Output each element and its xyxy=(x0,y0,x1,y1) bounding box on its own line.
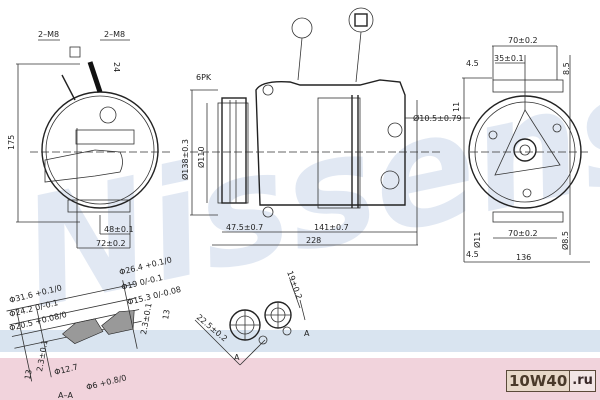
angle-dim: 24 xyxy=(112,62,121,72)
port-label-a1: A xyxy=(234,353,240,362)
dim-228: 228 xyxy=(306,236,321,245)
height-dim: 175 xyxy=(7,135,16,150)
hole-dim: Ø10.5±0.79 xyxy=(413,113,462,123)
rear-bottom-d8-5: Ø8.5 xyxy=(560,231,570,250)
rear-bottom-d11: Ø11 xyxy=(472,232,482,248)
rear-view xyxy=(462,45,590,263)
front-view xyxy=(16,39,170,249)
bolt-label-right: 2–M8 xyxy=(104,30,125,39)
port-detail xyxy=(194,279,306,366)
pulley-inner-dim: Ø110 xyxy=(196,146,206,168)
dim-141: 141±0.7 xyxy=(314,223,349,232)
side-view xyxy=(190,7,470,246)
dim-11: 11 xyxy=(452,102,461,112)
section-t13-right: 13 xyxy=(161,309,172,321)
logo-suffix: .ru xyxy=(569,371,595,391)
rear-bottom-136: 136 xyxy=(516,253,531,262)
dim-48: 48±0.1 xyxy=(104,225,134,234)
rear-top-35: 35±0.1 xyxy=(494,54,524,63)
section-t13-left: 13 xyxy=(23,369,34,381)
rear-top-4-5: 4.5 xyxy=(466,59,479,68)
rear-top-70: 70±0.2 xyxy=(508,36,538,45)
section-view xyxy=(6,280,142,382)
belt-label: 6PK xyxy=(196,73,212,82)
site-logo: 10W40 .ru xyxy=(506,370,596,392)
logo-main: 10W40 xyxy=(507,371,570,391)
rear-bottom-70: 70±0.2 xyxy=(508,229,538,238)
section-label: A–A xyxy=(58,391,73,400)
blue-band xyxy=(0,330,600,352)
rear-top-8-5: 8.5 xyxy=(562,62,571,75)
bolt-label-left: 2–M8 xyxy=(38,30,59,39)
rear-bottom-4-5: 4.5 xyxy=(466,250,479,259)
pink-band xyxy=(0,358,600,400)
pulley-outer-dim: Ø138±0.3 xyxy=(180,139,190,180)
dim-72: 72±0.2 xyxy=(96,239,126,248)
port-label-a2: A xyxy=(304,329,310,338)
dim-47-5: 47.5±0.7 xyxy=(226,223,263,232)
